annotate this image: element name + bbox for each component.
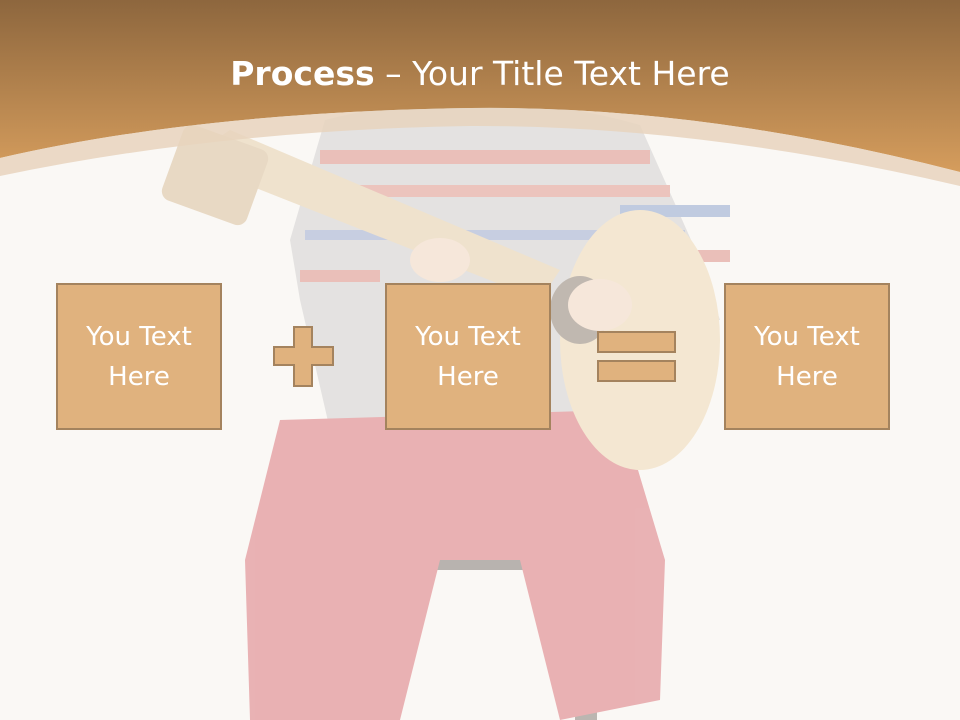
- text-box-2-label: You Text Here: [415, 321, 521, 392]
- text-box-3-label: You Text Here: [754, 321, 860, 392]
- title-rest: – Your Title Text Here: [374, 54, 730, 93]
- equals-icon: [597, 331, 676, 382]
- title-bold: Process: [230, 54, 375, 93]
- plus-icon: [273, 326, 334, 387]
- text-box-3[interactable]: You Text Here: [724, 283, 890, 430]
- header-band: [0, 0, 960, 186]
- text-box-1[interactable]: You Text Here: [56, 283, 222, 430]
- text-box-2[interactable]: You Text Here: [385, 283, 551, 430]
- text-box-1-label: You Text Here: [86, 321, 192, 392]
- slide-title: Process – Your Title Text Here: [0, 52, 960, 96]
